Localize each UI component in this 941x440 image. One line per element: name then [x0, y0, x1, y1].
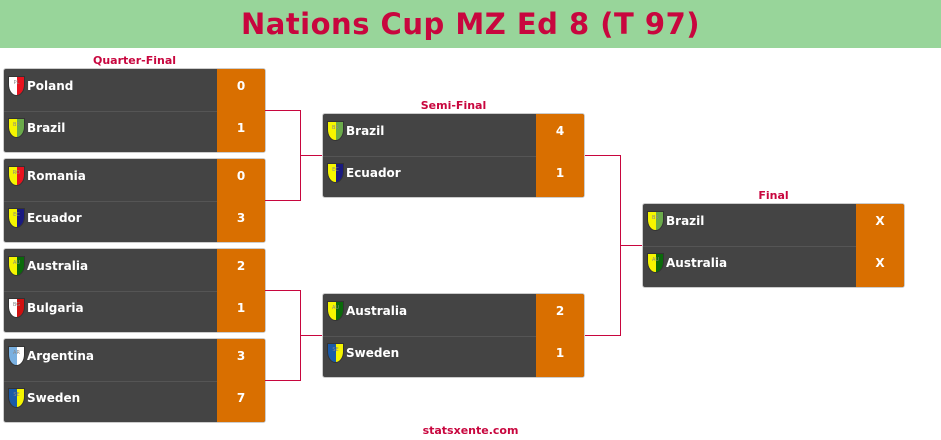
team-flag-icon: AU — [8, 256, 25, 276]
team-row[interactable]: AR Argentina 3 — [4, 339, 265, 382]
flag-code: BR — [13, 122, 20, 128]
flag-code: SE — [332, 347, 339, 353]
team-row[interactable]: PL Poland 0 — [4, 69, 265, 112]
connector — [300, 335, 322, 336]
team-row[interactable]: AU Australia 2 — [4, 249, 265, 292]
team-score: 2 — [536, 294, 584, 337]
team-name: Sweden — [346, 346, 400, 360]
match-qf3: AU Australia 2 BG Bulgaria 1 — [3, 248, 266, 333]
connector — [265, 110, 301, 111]
team-row[interactable]: RO Romania 0 — [4, 159, 265, 202]
page-title: Nations Cup MZ Ed 8 (T 97) — [240, 7, 701, 41]
flag-code: EC — [332, 167, 339, 173]
team-row[interactable]: SE Sweden 1 — [323, 336, 584, 377]
team-row[interactable]: BR Brazil 4 — [323, 114, 584, 157]
match-sf2: AU Australia 2 SE Sweden 1 — [322, 293, 585, 378]
title-bar: Nations Cup MZ Ed 8 (T 97) — [0, 0, 941, 48]
team-score: 4 — [536, 114, 584, 157]
team-score: 1 — [217, 111, 265, 152]
team-flag-icon: AR — [8, 346, 25, 366]
team-flag-icon: AU — [327, 301, 344, 321]
team-score: 0 — [217, 159, 265, 202]
flag-code: EC — [13, 212, 20, 218]
connector — [585, 335, 621, 336]
team-row[interactable]: EC Ecuador 1 — [323, 156, 584, 197]
flag-code: AU — [331, 305, 340, 311]
team-name: Brazil — [346, 124, 385, 138]
round-label-semi-final: Semi-Final — [420, 99, 487, 112]
connector — [265, 200, 301, 201]
match-final: BR Brazil X AU Australia X — [642, 203, 905, 288]
flag-code: AR — [13, 350, 20, 356]
team-score: 2 — [217, 249, 265, 292]
team-score: 1 — [536, 336, 584, 377]
team-flag-icon: BG — [8, 298, 25, 318]
team-flag-icon: EC — [8, 208, 25, 228]
team-score: 3 — [217, 339, 265, 382]
team-score: 0 — [217, 69, 265, 112]
team-name: Ecuador — [346, 166, 401, 180]
team-name: Romania — [27, 169, 86, 183]
team-flag-icon: SE — [327, 343, 344, 363]
flag-code: PL — [13, 80, 20, 86]
team-row[interactable]: AU Australia 2 — [323, 294, 584, 337]
footer-link[interactable]: statsxente.com — [422, 424, 519, 437]
connector — [620, 245, 642, 246]
flag-code: AU — [651, 257, 660, 263]
team-row[interactable]: AU Australia X — [643, 246, 904, 287]
connector — [300, 155, 322, 156]
team-name: Australia — [27, 259, 89, 273]
flag-code: BR — [652, 215, 659, 221]
flag-code: BG — [12, 302, 21, 308]
connector — [265, 380, 301, 381]
team-name: Australia — [346, 304, 408, 318]
match-qf1: PL Poland 0 BR Brazil 1 — [3, 68, 266, 153]
team-score: 1 — [536, 156, 584, 197]
team-flag-icon: BR — [327, 121, 344, 141]
flag-code: SE — [13, 392, 20, 398]
team-name: Ecuador — [27, 211, 82, 225]
team-flag-icon: PL — [8, 76, 25, 96]
team-row[interactable]: SE Sweden 7 — [4, 381, 265, 422]
team-score: X — [856, 204, 904, 247]
match-qf4: AR Argentina 3 SE Sweden 7 — [3, 338, 266, 423]
flag-code: RO — [12, 170, 21, 176]
team-name: Sweden — [27, 391, 81, 405]
team-name: Poland — [27, 79, 74, 93]
team-flag-icon: SE — [8, 388, 25, 408]
team-name: Brazil — [666, 214, 705, 228]
connector — [265, 290, 301, 291]
flag-code: AU — [12, 260, 21, 266]
connector — [585, 155, 621, 156]
team-score: 3 — [217, 201, 265, 242]
team-row[interactable]: BR Brazil X — [643, 204, 904, 247]
match-qf2: RO Romania 0 EC Ecuador 3 — [3, 158, 266, 243]
round-label-quarter-final: Quarter-Final — [92, 54, 177, 67]
team-name: Brazil — [27, 121, 66, 135]
flag-code: BR — [332, 125, 339, 131]
team-name: Bulgaria — [27, 301, 84, 315]
team-row[interactable]: BR Brazil 1 — [4, 111, 265, 152]
team-score: 7 — [217, 381, 265, 422]
team-flag-icon: AU — [647, 253, 664, 273]
team-row[interactable]: EC Ecuador 3 — [4, 201, 265, 242]
round-label-final: Final — [758, 189, 789, 202]
team-name: Australia — [666, 256, 728, 270]
team-score: X — [856, 246, 904, 287]
match-sf1: BR Brazil 4 EC Ecuador 1 — [322, 113, 585, 198]
team-name: Argentina — [27, 349, 94, 363]
team-flag-icon: BR — [8, 118, 25, 138]
team-flag-icon: EC — [327, 163, 344, 183]
team-flag-icon: BR — [647, 211, 664, 231]
team-row[interactable]: BG Bulgaria 1 — [4, 291, 265, 332]
team-flag-icon: RO — [8, 166, 25, 186]
team-score: 1 — [217, 291, 265, 332]
